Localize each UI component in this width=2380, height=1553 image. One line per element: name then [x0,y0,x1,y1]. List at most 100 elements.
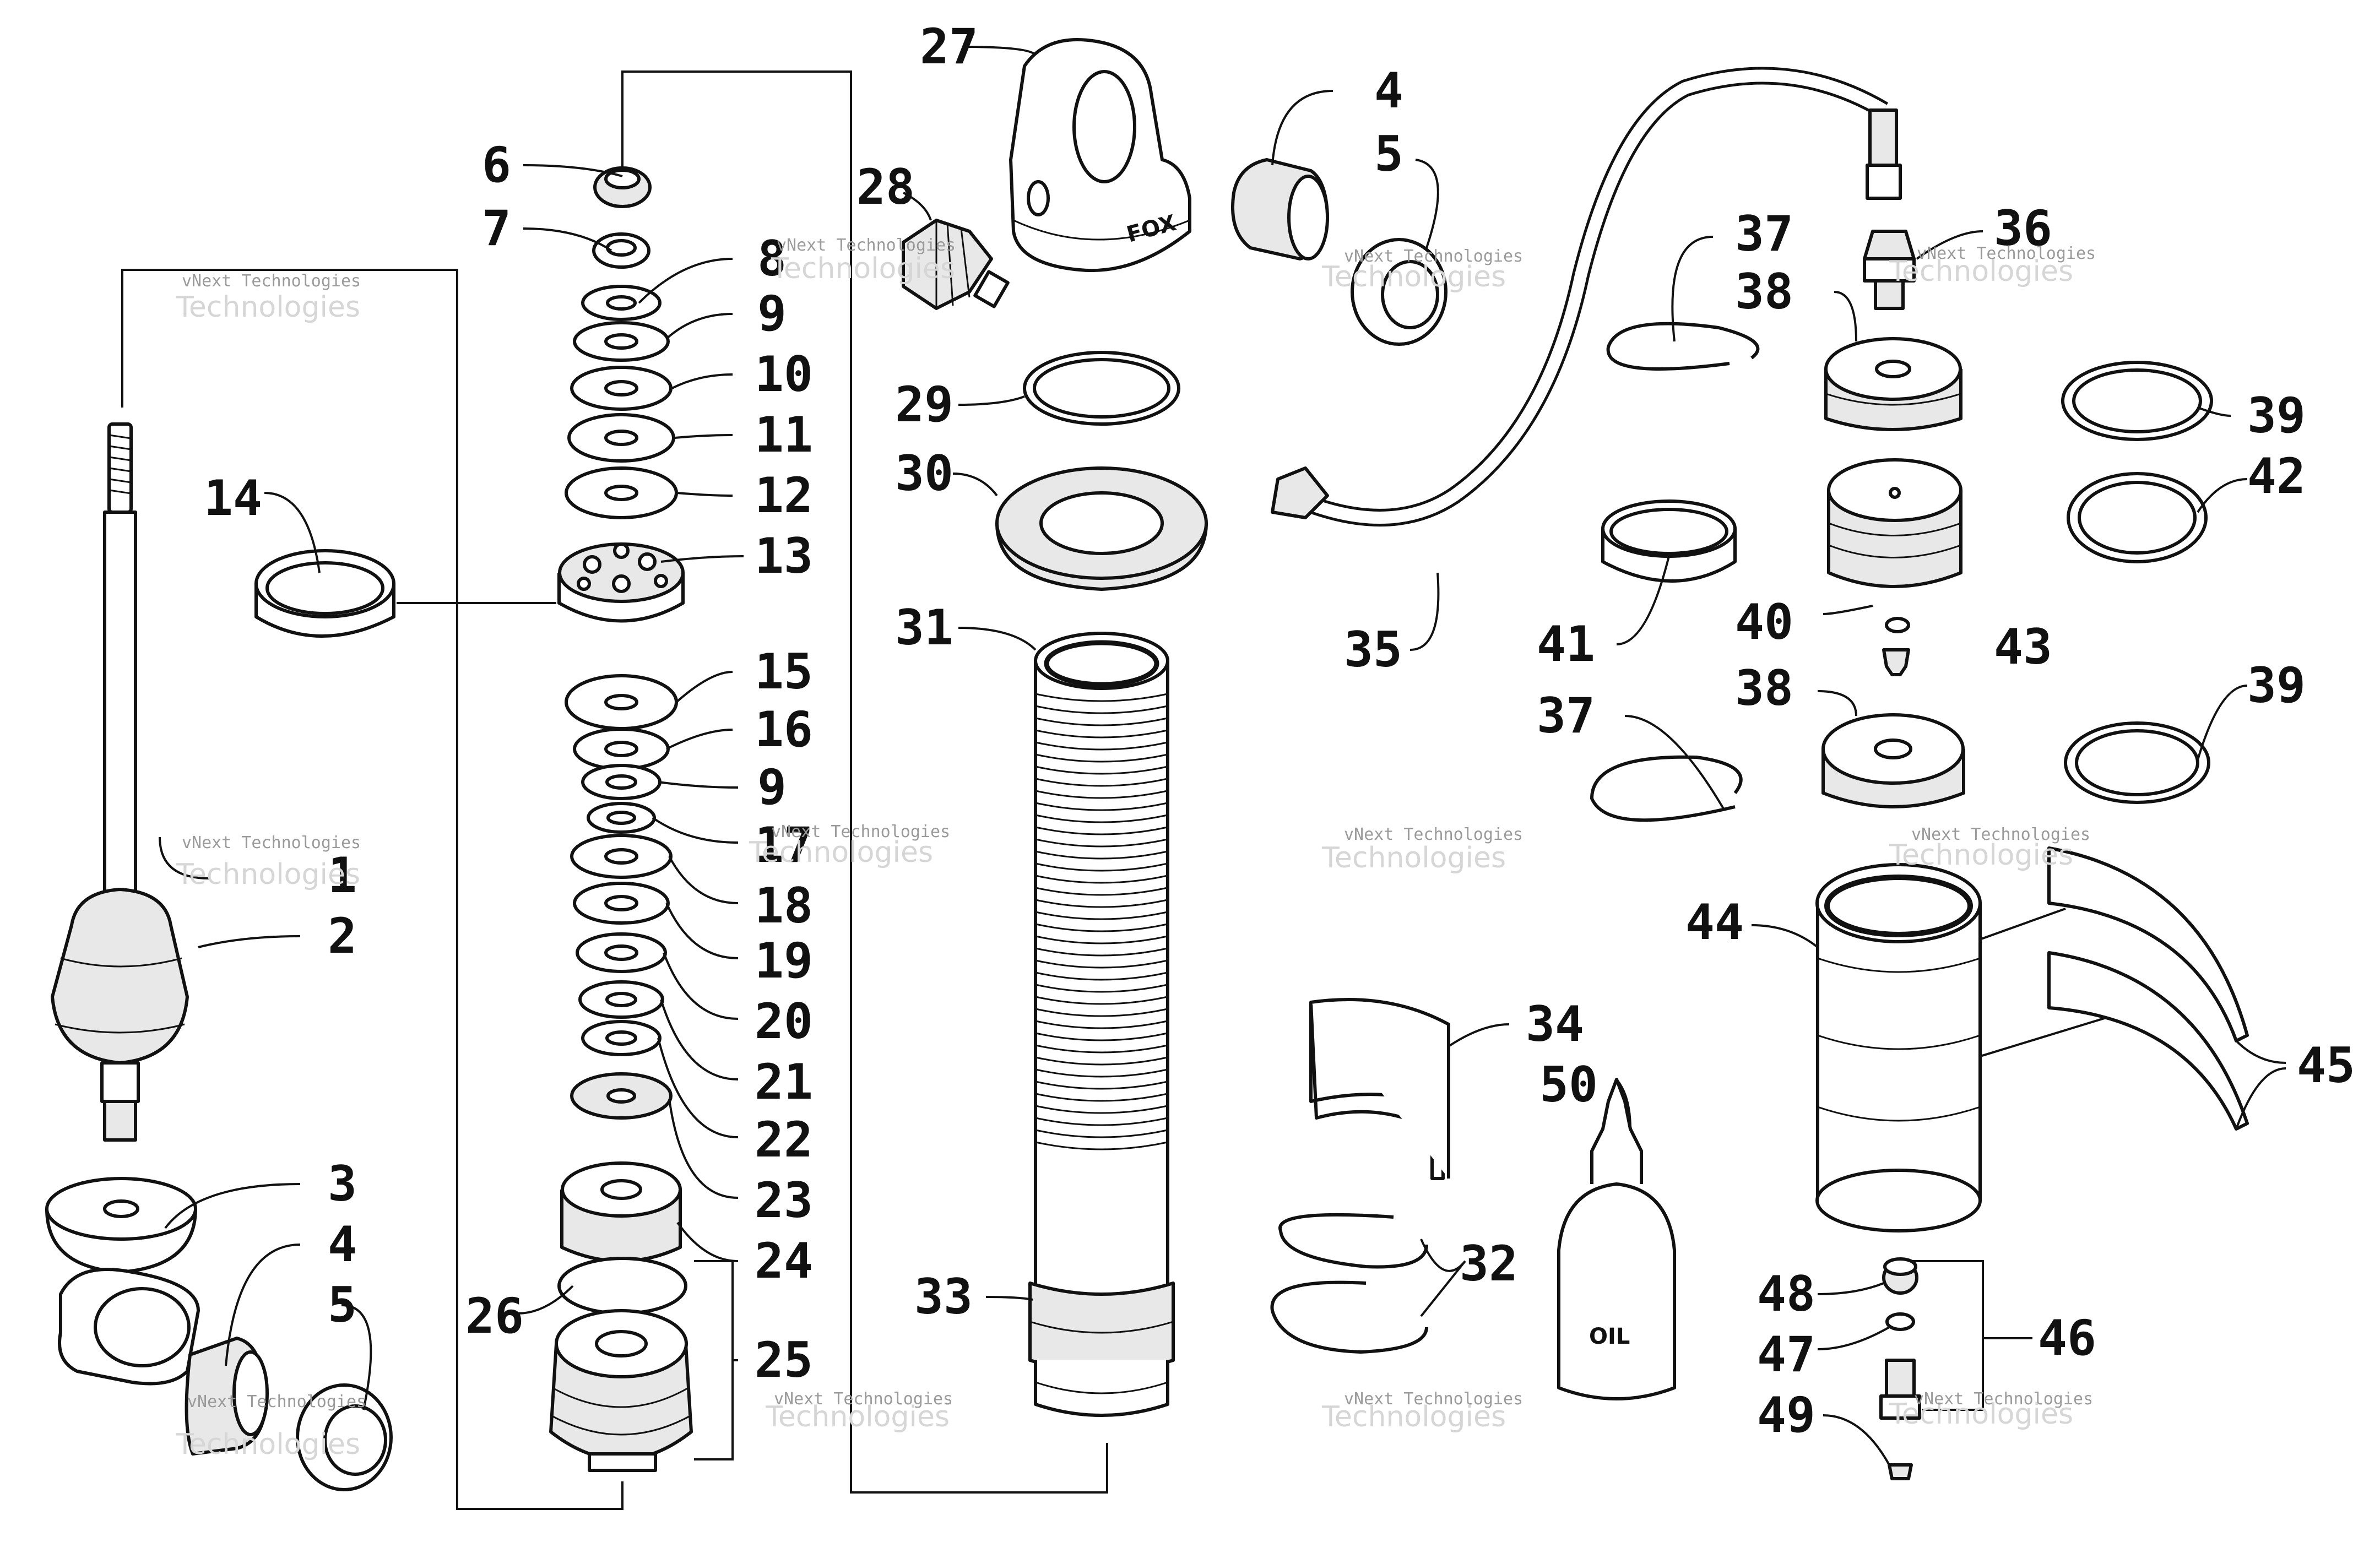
hose-fitting [902,219,1010,310]
callout-50: 50 [1539,1056,1598,1113]
watermark-small: vNext Technologies [1911,825,2090,844]
watermark-large: Technologies [771,252,955,285]
o-ring [1023,351,1180,426]
lower-eye-ring [58,1268,200,1386]
watermark-small: vNext Technologies [1344,825,1523,844]
watermarks: Technologies vNext Technologies Technolo… [176,236,2096,1461]
watermark-large: Technologies [1889,839,2073,872]
callout-28: 28 [856,159,915,215]
callout-44: 44 [1685,894,1744,951]
seal-ring-middle [2067,472,2208,563]
thread-line [1035,814,1168,823]
thread-line [1035,802,1168,811]
lower-spacer [296,1383,393,1491]
callout-38: 38 [1735,263,1793,320]
callout-31: 31 [895,599,953,656]
piston-band [1601,499,1737,583]
thread-line [1035,1044,1168,1054]
watermark-large: Technologies [176,1428,360,1461]
callout-19: 19 [755,932,813,989]
small-o-ring-and-screw [1882,617,1910,676]
callout-26: 26 [465,1288,524,1344]
watermark-small: vNext Technologies [777,236,956,255]
thread-line [1035,1105,1168,1114]
callout-7: 7 [482,200,511,257]
leader-lines [159,46,2286,1465]
callout-5b: 5 [1374,126,1403,182]
callout-9: 9 [757,285,787,342]
callout-48: 48 [1757,1266,1815,1322]
watermark-small: vNext Technologies [187,1392,366,1411]
thread-line [1035,887,1168,896]
thread-line [1035,923,1168,932]
upper-spacer [1351,238,1447,346]
watermark-large: Technologies [1321,841,1506,875]
callout-9b: 9 [757,759,787,816]
lower-snap-ring [1590,755,1743,822]
callout-4b: 4 [1374,62,1403,119]
thread-line [1035,850,1168,860]
callout-46: 46 [2038,1310,2096,1366]
spring-cap [995,466,1208,591]
callout-1: 1 [328,847,357,904]
thread-line [1035,778,1168,787]
seal-ring-lower [2064,721,2210,804]
callout-labels: 1 2 3 4 5 6 7 8 9 10 11 12 13 14 15 16 9… [204,18,2355,1443]
thread-line [1035,729,1168,739]
threaded-shock-body [1028,632,1175,1417]
watermark-small: vNext Technologies [774,1389,953,1409]
callout-8: 8 [757,230,787,287]
callout-25: 25 [755,1332,813,1388]
watermark-large: Technologies [749,836,933,869]
callout-41: 41 [1537,616,1595,672]
seal-ring-upper [2061,361,2213,441]
callout-32: 32 [1460,1235,1518,1292]
callout-11: 11 [755,406,813,463]
callout-39b: 39 [2247,657,2306,714]
callout-6: 6 [482,137,511,193]
thread-line [1035,899,1168,908]
callout-10: 10 [755,346,813,403]
callout-3: 3 [328,1155,357,1212]
callout-45: 45 [2297,1037,2355,1094]
watermark-small: vNext Technologies [1344,247,1523,266]
watermark-large: Technologies [765,1400,950,1433]
thread-line [1035,984,1168,993]
thread-line [1035,875,1168,884]
watermark-small: vNext Technologies [1914,1389,2093,1409]
watermark-large: Technologies [176,291,360,324]
thread-line [1035,996,1168,1005]
callout-36: 36 [1994,200,2052,257]
callout-23: 23 [755,1172,813,1229]
callout-40: 40 [1735,594,1793,650]
thread-line [1035,790,1168,799]
thread-line [1035,838,1168,848]
callout-37b: 37 [1537,687,1595,744]
callout-12: 12 [755,467,813,524]
thread-line [1035,1008,1168,1017]
reservoir-decals [2047,846,2249,1131]
callout-49: 49 [1757,1387,1815,1443]
callout-33: 33 [914,1268,973,1325]
watermark-large: Technologies [1889,1398,2073,1431]
oil-bottle: OIL [1557,1078,1676,1400]
watermark-small: vNext Technologies [182,271,361,291]
callout-16: 16 [755,701,813,758]
thread-line [1035,1117,1168,1126]
watermark-large: Technologies [1321,260,1506,294]
thread-line [1035,935,1168,944]
reservoir-end-cap-lower [1821,713,1965,808]
callout-29: 29 [895,376,953,433]
thread-line [1035,705,1168,714]
callout-18: 18 [755,877,813,934]
callout-17: 17 [755,817,813,873]
thread-line [1035,959,1168,969]
floating-piston [1827,458,1962,588]
thread-line [1035,862,1168,872]
thread-line [1035,971,1168,981]
callout-42: 42 [2247,448,2306,504]
thread-line [1035,717,1168,726]
spring-guide-half [1309,998,1450,1180]
watermark-large: Technologies [1889,255,2073,288]
lower-bushing [185,1337,269,1456]
